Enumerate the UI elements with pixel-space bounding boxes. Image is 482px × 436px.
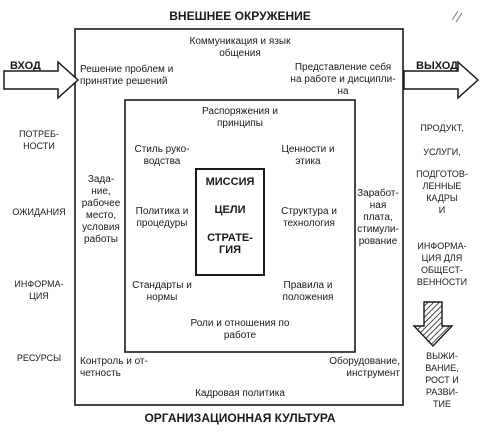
outer-self-presentation: Представление себя на работе и дисципли-… [290, 62, 396, 97]
output-arrow [403, 60, 480, 100]
input-information: ИНФОРМА- ЦИЯ [14, 279, 64, 301]
input-needs: ПОТРЕБ- НОСТИ [19, 129, 59, 151]
output-product: ПРОДУКТ, [420, 123, 464, 133]
core-goals: ЦЕЛИ [214, 204, 246, 216]
core-mission: МИССИЯ [205, 176, 255, 188]
outer-task-workplace: Зада- ние, рабочее место, условия работы [81, 174, 121, 245]
output-staff: ПОДГОТОВ- ЛЕННЫЕ КАДРЫ И [416, 169, 468, 215]
outer-equipment: Оборудование, инструмент [329, 356, 400, 379]
outer-control: Контроль и от- четность [80, 356, 148, 379]
output-information: ИНФОРМА- ЦИЯ ДЛЯ ОБЩЕСТ- ВЕННОСТИ [416, 241, 468, 287]
output-services: УСЛУГИ, [423, 147, 461, 157]
core-box [195, 168, 265, 276]
outer-box [74, 28, 404, 406]
outer-hr-policy: Кадровая политика [195, 388, 285, 399]
output-result: ВЫЖИ- ВАНИЕ, РОСТ И РАЗВИ- ТИЕ [425, 351, 459, 409]
footer-title: ОРГАНИЗАЦИОННАЯ КУЛЬТУРА [144, 411, 336, 425]
middle-structure: Структура и технология [281, 206, 337, 229]
outer-problem-solving: Решение проблем и принятие решений [80, 64, 174, 87]
input-resources: РЕСУРСЫ [16, 353, 62, 363]
middle-standards: Стандарты и нормы [132, 280, 192, 303]
middle-policies: Политика и процедуры [135, 206, 189, 229]
input-expectations: ОЖИДАНИЯ [12, 207, 66, 217]
outer-communication: Коммуникация и язык общения [189, 36, 291, 59]
middle-box [124, 99, 356, 353]
core-strategy: СТРАТЕ- ГИЯ [207, 232, 253, 256]
middle-values: Ценности и этика [281, 144, 335, 167]
scan-mark [451, 10, 463, 23]
input-arrow [3, 60, 80, 100]
middle-directives: Распоряжения и принципы [202, 106, 278, 129]
middle-leadership-style: Стиль руко- водства [134, 144, 190, 167]
outer-salary: Заработ- ная плата, стимули- рование [357, 188, 399, 247]
result-arrow [412, 301, 454, 348]
middle-rules: Правила и положения [282, 280, 334, 303]
middle-roles: Роли и отношения по работе [190, 318, 290, 341]
output-label: ВЫХОД [416, 60, 459, 72]
header-title: ВНЕШНЕЕ ОКРУЖЕНИЕ [169, 9, 311, 23]
input-label: ВХОД [10, 60, 41, 72]
